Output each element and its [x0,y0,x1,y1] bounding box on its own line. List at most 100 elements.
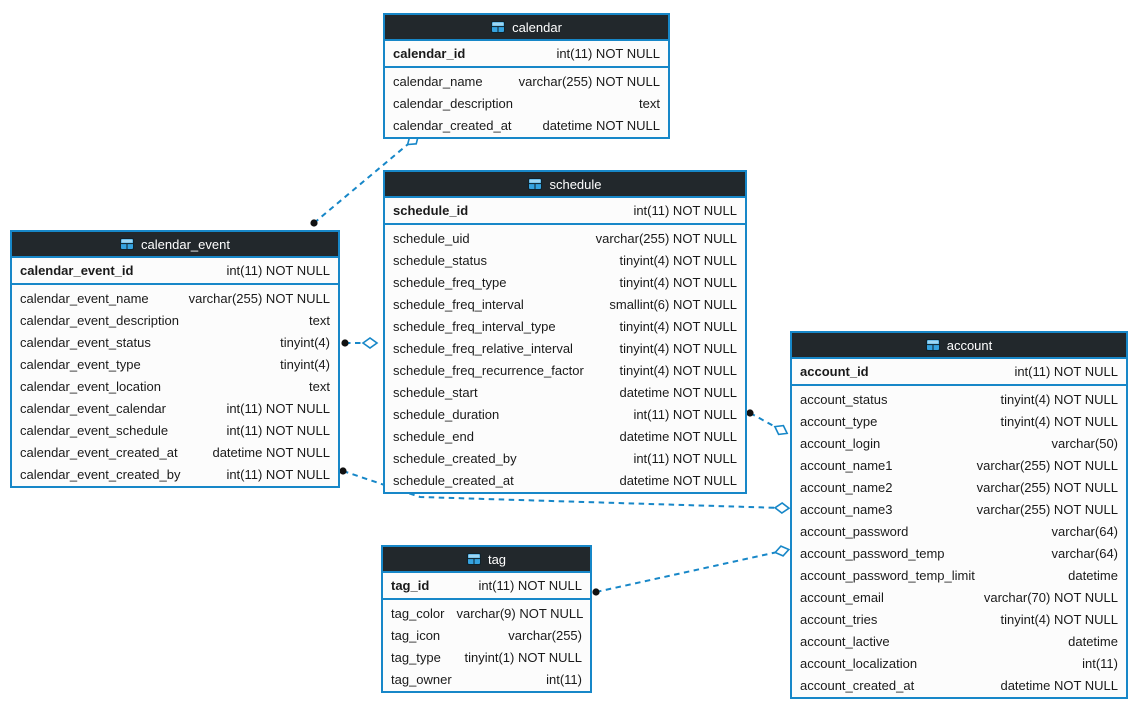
pk-row[interactable]: calendar_event_id int(11) NOT NULL [12,258,338,285]
column-type: varchar(255) NOT NULL [188,290,330,306]
column-name: account_type [800,413,878,429]
pk-row[interactable]: tag_id int(11) NOT NULL [383,573,590,600]
column-name: calendar_name [393,73,483,89]
column-row[interactable]: schedule_freq_interval_type tinyint(4) NO… [385,315,745,337]
column-name: schedule_freq_recurrence_factor [393,362,584,378]
column-name: schedule_created_at [393,472,514,488]
column-row[interactable]: schedule_freq_recurrence_factor tinyint(4… [385,359,745,381]
pk-row[interactable]: account_id int(11) NOT NULL [792,359,1126,386]
column-type: tinyint(4) NOT NULL [1000,611,1118,627]
table-calendar-event-header[interactable]: calendar_event [12,232,338,258]
table-account-header[interactable]: account [792,333,1126,359]
column-type: tinyint(4) NOT NULL [619,252,737,268]
column-name: calendar_id [393,46,466,61]
column-name: calendar_created_at [393,117,512,133]
column-type: tinyint(4) NOT NULL [619,362,737,378]
column-name: tag_type [391,649,441,665]
column-name: schedule_freq_interval_type [393,318,556,334]
column-type: varchar(64) [1051,523,1118,539]
column-type: varchar(64) [1051,545,1118,561]
table-schedule[interactable]: schedule schedule_id int(11) NOT NULL sc… [383,170,747,494]
column-type: tinyint(4) NOT NULL [619,318,737,334]
column-type: smallint(6) NOT NULL [609,296,737,312]
column-type: varchar(255) [508,627,582,643]
column-type: int(11) NOT NULL [226,263,330,278]
table-icon [120,238,135,250]
column-name: calendar_event_name [20,290,149,306]
column-type: tinyint(4) [280,334,330,350]
pk-row[interactable]: calendar_id int(11) NOT NULL [385,41,668,68]
column-name: account_name3 [800,501,893,517]
column-name: calendar_event_description [20,312,179,328]
column-row[interactable]: calendar_name varchar(255) NOT NULL [385,70,668,92]
column-type: varchar(255) NOT NULL [595,230,737,246]
column-name: calendar_event_created_by [20,466,181,482]
table-calendar-event[interactable]: calendar_event calendar_event_id int(11)… [10,230,340,488]
column-name: account_password [800,523,909,539]
table-icon [925,339,940,351]
table-tag-header[interactable]: tag [383,547,590,573]
column-name: calendar_event_calendar [20,400,166,416]
column-type: int(11) NOT NULL [633,203,737,218]
column-name: tag_id [391,578,430,593]
column-type: tinyint(4) NOT NULL [1000,391,1118,407]
table-calendar[interactable]: calendar calendar_id int(11) NOT NULL ca… [383,13,670,139]
relationship-dot-endpoint [341,339,349,347]
table-title: calendar [512,19,562,35]
column-name: schedule_start [393,384,478,400]
table-account[interactable]: account account_id int(11) NOT NULL acco… [790,331,1128,699]
table-calendar-header[interactable]: calendar [385,15,668,41]
relationship-schedule-to-account[interactable] [746,409,789,437]
column-row[interactable]: calendar_event_name varchar(255) NOT NULL [12,287,338,309]
column-name: tag_owner [391,671,452,687]
column-row[interactable]: account_password varchar(64) [792,520,1126,542]
column-name: schedule_end [393,428,474,444]
column-type: tinyint(4) NOT NULL [619,340,737,356]
column-name: calendar_event_location [20,378,161,394]
column-type: varchar(255) NOT NULL [518,73,660,89]
relationship-calendar_event-to-schedule[interactable] [341,337,379,349]
column-name: account_login [800,435,881,451]
pk-row[interactable]: schedule_id int(11) NOT NULL [385,198,745,225]
relationship-tag-to-account[interactable] [592,545,791,596]
table-schedule-header[interactable]: schedule [385,172,745,198]
